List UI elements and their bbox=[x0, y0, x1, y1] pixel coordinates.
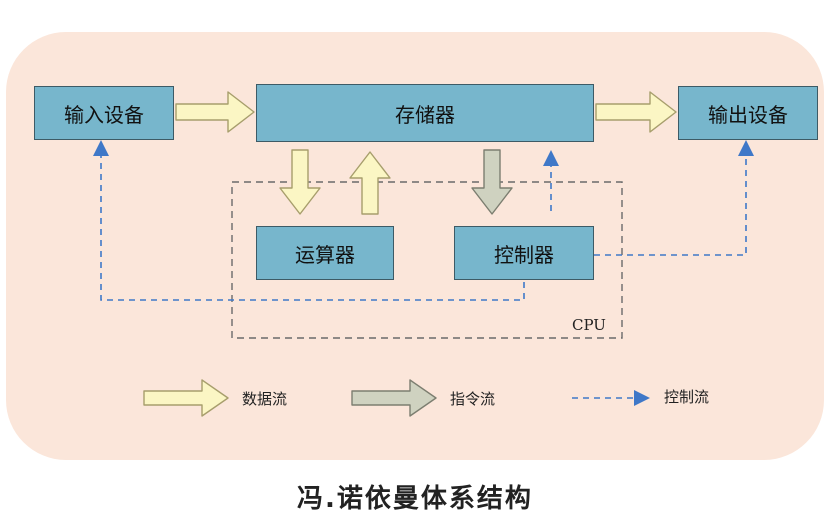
legend-data-flow-label: 数据流 bbox=[242, 390, 288, 408]
data-arrow-input-to-memory bbox=[175, 91, 255, 133]
legend-instruction-flow-label: 指令流 bbox=[450, 390, 496, 408]
instruction-arrow-memory-to-controller bbox=[471, 149, 513, 215]
data-arrow-memory-to-output bbox=[595, 91, 677, 133]
controller-box: 控制器 bbox=[454, 226, 594, 280]
control-line-to-input bbox=[93, 140, 525, 301]
output-device-label: 输出设备 bbox=[708, 102, 788, 127]
input-device-label: 输入设备 bbox=[64, 102, 144, 127]
alu-box: 运算器 bbox=[256, 226, 394, 280]
memory-box: 存储器 bbox=[256, 84, 594, 142]
legend-data-arrow bbox=[143, 379, 229, 417]
output-device-box: 输出设备 bbox=[678, 86, 818, 140]
cpu-label: CPU bbox=[572, 316, 606, 334]
diagram-caption: 冯.诺依曼体系结构 bbox=[297, 484, 533, 514]
alu-label: 运算器 bbox=[295, 242, 355, 267]
data-arrow-memory-to-alu bbox=[279, 149, 321, 215]
legend-control-flow-label: 控制流 bbox=[664, 388, 710, 406]
control-line-to-output bbox=[594, 140, 754, 256]
legend-instruction-arrow bbox=[351, 379, 437, 417]
controller-label: 控制器 bbox=[494, 242, 554, 267]
data-arrow-alu-to-memory bbox=[349, 151, 391, 215]
input-device-box: 输入设备 bbox=[34, 86, 174, 140]
memory-label: 存储器 bbox=[395, 102, 455, 127]
cpu-boundary bbox=[231, 181, 623, 339]
